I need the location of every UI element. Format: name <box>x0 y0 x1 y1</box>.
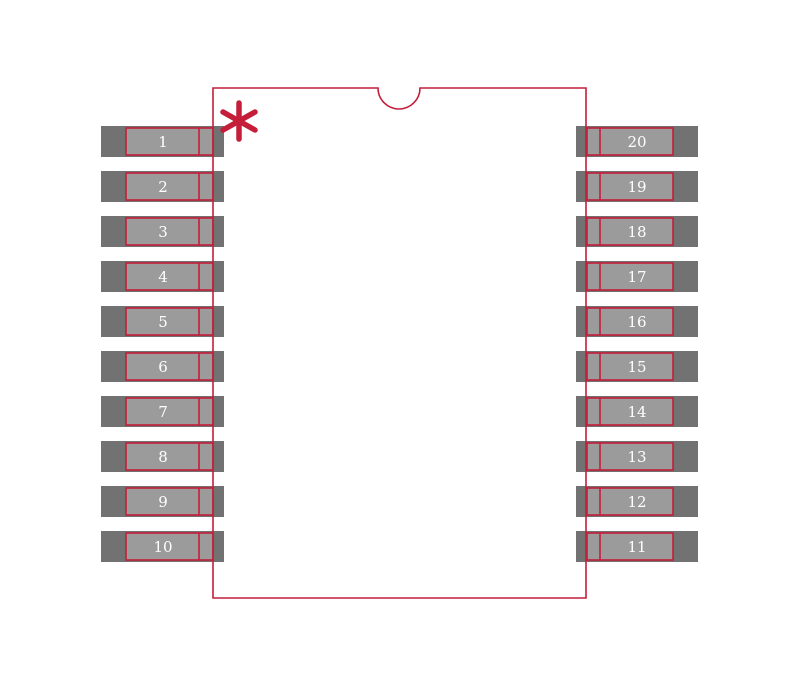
pad-pin-9: 9 <box>101 486 224 517</box>
pad-pin-18: 18 <box>576 216 698 247</box>
pad-pin-5: 5 <box>101 306 224 337</box>
pad-pin-8: 8 <box>101 441 224 472</box>
pad-pin-13: 13 <box>576 441 698 472</box>
pin-number-label: 14 <box>627 403 646 421</box>
pad-pin-16: 16 <box>576 306 698 337</box>
pad-inner <box>125 442 214 471</box>
pad-inner <box>586 352 674 381</box>
component-body-outline <box>212 87 587 599</box>
pad-pin-3: 3 <box>101 216 224 247</box>
pin-number-label: 6 <box>158 358 168 376</box>
pin-number-label: 9 <box>158 493 168 511</box>
pin-number-label: 2 <box>158 178 168 196</box>
pad-pin-19: 19 <box>576 171 698 202</box>
pad-inner <box>125 307 214 336</box>
pad-pin-7: 7 <box>101 396 224 427</box>
pin-number-label: 19 <box>627 178 646 196</box>
pin-number-label: 1 <box>158 133 168 151</box>
pin-number-label: 17 <box>627 268 646 286</box>
pad-inner <box>586 397 674 426</box>
pad-inner <box>125 172 214 201</box>
pin-number-label: 3 <box>158 223 168 241</box>
pin-number-label: 20 <box>627 133 646 151</box>
pin-number-label: 13 <box>627 448 646 466</box>
body-layer <box>212 87 587 599</box>
pad-inner <box>586 172 674 201</box>
pin-number-label: 5 <box>158 313 168 331</box>
pin-number-label: 10 <box>153 538 172 556</box>
pad-pin-15: 15 <box>576 351 698 382</box>
pad-inner <box>125 217 214 246</box>
pad-inner <box>586 217 674 246</box>
pad-pin-17: 17 <box>576 261 698 292</box>
pad-inner <box>586 532 674 561</box>
pin-number-label: 16 <box>627 313 646 331</box>
pin1-marker <box>220 100 258 142</box>
pin-number-label: 4 <box>158 268 168 286</box>
pin-number-label: 18 <box>627 223 646 241</box>
pin-number-label: 15 <box>627 358 646 376</box>
pad-inner <box>586 442 674 471</box>
pin-number-label: 7 <box>158 403 168 421</box>
pad-pin-20: 20 <box>576 126 698 157</box>
pad-pin-4: 4 <box>101 261 224 292</box>
pad-pin-6: 6 <box>101 351 224 382</box>
pad-pin-11: 11 <box>576 531 698 562</box>
pad-inner <box>586 262 674 291</box>
pad-inner <box>125 127 214 156</box>
pad-inner <box>586 127 674 156</box>
pad-inner <box>125 262 214 291</box>
pad-pin-2: 2 <box>101 171 224 202</box>
pin-number-label: 8 <box>158 448 168 466</box>
pad-inner <box>586 307 674 336</box>
pin-number-label: 12 <box>627 493 646 511</box>
pad-pin-1: 1 <box>101 126 224 157</box>
pad-inner <box>125 352 214 381</box>
pad-pin-10: 10 <box>101 531 224 562</box>
pad-inner <box>125 397 214 426</box>
pad-pin-12: 12 <box>576 486 698 517</box>
pad-pin-14: 14 <box>576 396 698 427</box>
pad-inner <box>125 487 214 516</box>
pad-inner <box>586 487 674 516</box>
pin-number-label: 11 <box>627 538 646 556</box>
